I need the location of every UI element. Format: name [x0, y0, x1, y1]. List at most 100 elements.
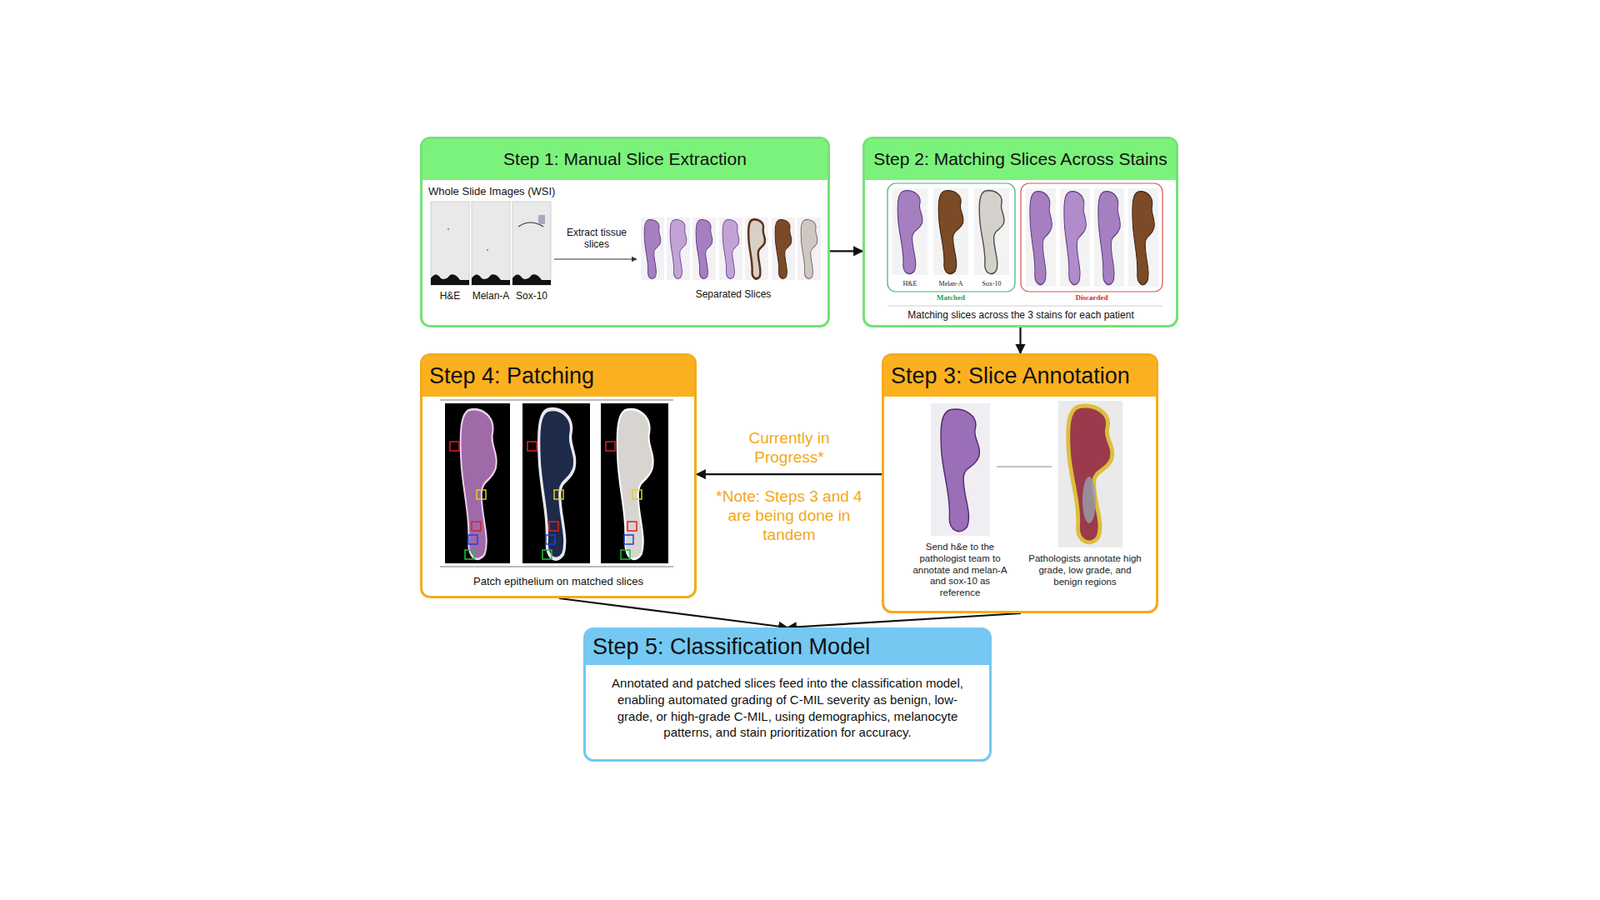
step-heading: Step 5: Classification Model: [585, 630, 990, 665]
patch-square: [632, 490, 642, 500]
annotation-illustration: [930, 400, 1123, 548]
patch-square: [468, 535, 478, 545]
tissue-slice: [1098, 191, 1120, 285]
stain-label: Sox-10: [973, 280, 1010, 289]
divider-line: [887, 305, 1163, 307]
slice-ground: [930, 403, 990, 536]
bracket-line: [440, 400, 674, 401]
slice-ground: [666, 217, 690, 280]
glass-slide: [430, 201, 470, 285]
slide-label-strip: [430, 274, 470, 285]
slide-label-strip: [512, 274, 551, 285]
tissue-slice: [897, 190, 923, 275]
tissue-slice: [617, 409, 654, 560]
stain-label: Melan-A: [932, 280, 970, 289]
flow-arrow: [1019, 327, 1021, 354]
tissue-slice: [670, 219, 687, 279]
stain-label: Sox-10: [510, 290, 553, 302]
bracket-line: [440, 566, 674, 568]
step-heading: Step 2: Matching Slices Across Stains: [865, 139, 1176, 180]
patch-square: [465, 550, 475, 560]
matching-illustration: [887, 183, 1163, 306]
footnote-label: *Note: Steps 3 and 4 are being done in t…: [712, 487, 866, 545]
step-description: Annotated and patched slices feed into t…: [585, 665, 990, 751]
caption-label: Pathologists annotate high grade, low gr…: [1026, 553, 1144, 588]
step-box: Step 4: Patching: [420, 353, 697, 599]
status-note: Currently in Progress*: [726, 429, 852, 468]
glass-slide: [512, 201, 551, 285]
benign-region: [1082, 476, 1096, 524]
patch-square: [627, 521, 637, 531]
tissue-slice: [940, 409, 980, 532]
tissue-slice: [979, 190, 1005, 275]
patch-square: [605, 441, 615, 451]
flow-arrow: [696, 473, 882, 475]
caption-label: Matching slices across the 3 stains for …: [866, 309, 1175, 321]
flow-arrow: [559, 598, 788, 628]
model-box: Step 5: Classification ModelAnnotated an…: [583, 627, 992, 762]
patch-square: [624, 535, 634, 545]
patching-illustration: [440, 400, 674, 567]
slide-mark: [538, 215, 545, 225]
status-label: Discarded: [1054, 293, 1130, 303]
matched-group: [887, 183, 1015, 292]
arrow-label: Extract tissue slices: [558, 226, 635, 251]
tissue-slice: [695, 219, 713, 279]
tissue-slice: [460, 409, 497, 560]
annotated-slice: [1068, 405, 1113, 543]
patch-square: [554, 490, 564, 500]
tissue-slice: [938, 190, 964, 275]
glass-slide: [471, 201, 510, 285]
tissue-slice: [644, 219, 661, 279]
tissue-slice: [722, 219, 740, 279]
patch-square: [471, 521, 481, 531]
tissue-slice: [775, 219, 792, 279]
patch-panel: [445, 403, 510, 564]
slice-ground: [719, 217, 743, 280]
patch-square: [476, 490, 486, 500]
stain-label: Melan-A: [467, 290, 515, 302]
tissue-slice: [800, 219, 818, 279]
flow-arrow: [787, 613, 1021, 628]
slice-ground: [974, 188, 1010, 275]
extract-arrow: [554, 258, 637, 260]
step-heading: Step 3: Slice Annotation: [884, 355, 1156, 397]
step-box: Step 2: Matching Slices Across Stains: [862, 136, 1179, 328]
slice-ground: [640, 217, 665, 280]
slice-ground: [933, 188, 969, 275]
step-heading: Step 1: Manual Slice Extraction: [422, 139, 828, 180]
caption-label: Patch epithelium on matched slices: [433, 575, 684, 589]
patch-square: [527, 441, 537, 451]
section-label: Whole Slide Images (WSI): [428, 185, 645, 199]
slice-ground: [692, 217, 716, 280]
tissue-slice: [1132, 191, 1155, 285]
caption-label: Send h&e to the pathologist team to anno…: [908, 541, 1012, 600]
slide-images: [430, 201, 637, 285]
patch-square: [450, 441, 460, 451]
slice-ground: [1025, 188, 1056, 287]
annotation-arrow: [996, 466, 1052, 468]
slice-ground: [1058, 400, 1123, 548]
stain-label: H&E: [429, 290, 471, 302]
patch-square: [620, 550, 630, 560]
slice-ground: [1128, 188, 1159, 287]
separated-slices: [640, 217, 821, 280]
caption-label: Separated Slices: [666, 288, 800, 300]
slide-dot: [447, 228, 450, 230]
patch-panel: [600, 403, 669, 564]
slice-ground: [745, 217, 769, 280]
patch-square: [542, 550, 552, 560]
slice-ground: [797, 217, 821, 280]
slice-ground: [771, 217, 795, 280]
tissue-slice: [539, 409, 575, 560]
slice-ground: [1094, 188, 1125, 287]
step-heading: Step 4: Patching: [422, 355, 695, 397]
slice-ground: [1060, 188, 1090, 287]
stain-label: H&E: [891, 280, 929, 289]
patch-panel: [522, 403, 590, 564]
patch-square: [545, 535, 555, 545]
slide-dot: [486, 249, 489, 251]
slide-label-strip: [471, 274, 510, 285]
status-label: Matched: [917, 293, 985, 303]
